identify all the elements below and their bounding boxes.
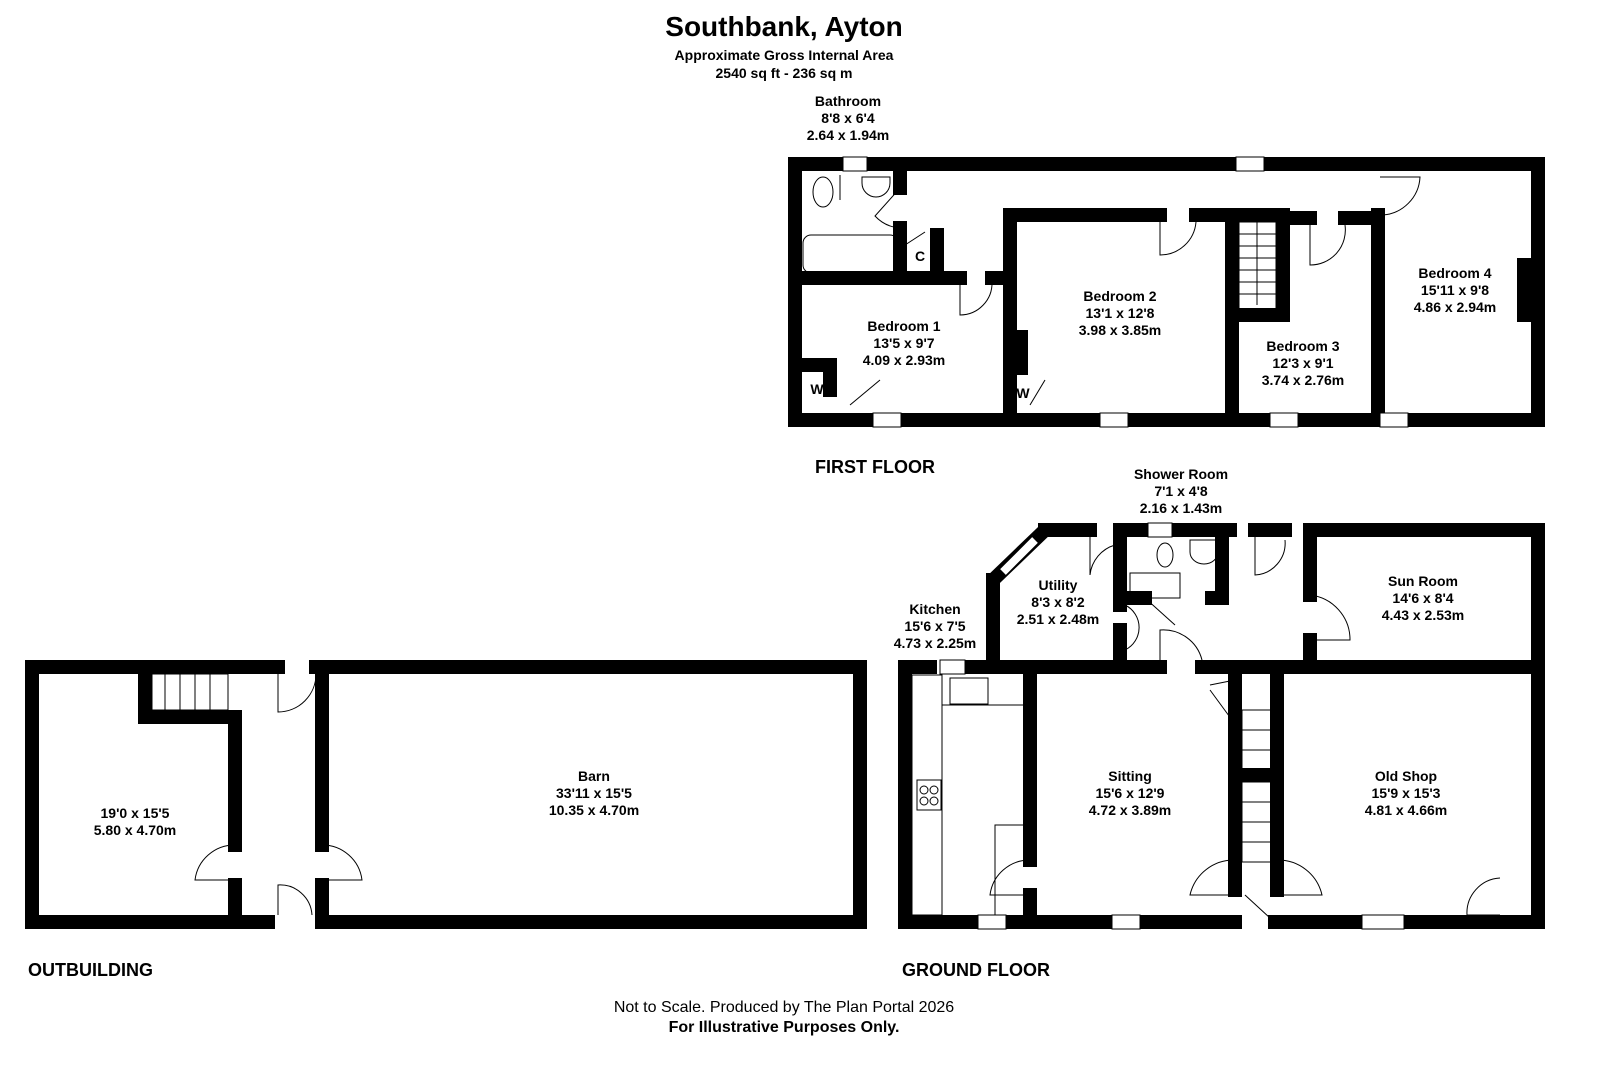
ground-floor-label: GROUND FLOOR xyxy=(902,960,1050,980)
room-metric: 2.64 x 1.94m xyxy=(806,126,890,143)
room-imperial: 15'6 x 12'9 xyxy=(1095,784,1165,801)
room-imperial: 15'6 x 7'5 xyxy=(904,617,966,634)
angled-window xyxy=(1000,537,1038,575)
room-name: Sitting xyxy=(1108,768,1152,784)
room-name: Utility xyxy=(1038,577,1078,593)
room-name: Bedroom 4 xyxy=(1418,265,1492,281)
room-metric: 2.51 x 2.48m xyxy=(1016,610,1100,627)
ground-floor-walls xyxy=(898,523,1545,929)
room-name: Bedroom 2 xyxy=(1083,288,1157,304)
room-name: Bathroom xyxy=(814,93,882,109)
room-metric: 4.43 x 2.53m xyxy=(1381,606,1465,623)
room-imperial: 8'8 x 6'4 xyxy=(821,109,875,126)
room-metric: 4.86 x 2.94m xyxy=(1413,298,1497,315)
room-metric: 4.81 x 4.66m xyxy=(1364,801,1448,818)
room-imperial: 7'1 x 4'8 xyxy=(1154,482,1208,499)
room-metric: 4.09 x 2.93m xyxy=(862,351,946,368)
room-name: Shower Room xyxy=(1133,466,1229,482)
room-name: Bedroom 3 xyxy=(1266,338,1340,354)
room-imperial: 15'11 x 9'8 xyxy=(1420,281,1490,298)
footer-note: For Illustrative Purposes Only. xyxy=(668,1019,900,1036)
room-metric: 10.35 x 4.70m xyxy=(548,801,640,818)
first-floor-doors xyxy=(802,175,1421,406)
room-name: Barn xyxy=(578,768,610,784)
ground-floor-windows xyxy=(939,522,1405,930)
subtitle: Approximate Gross Internal Area xyxy=(674,47,894,63)
room-name: Sun Room xyxy=(1387,573,1458,589)
room-metric: 3.98 x 3.85m xyxy=(1078,321,1162,338)
footer-disclaimer: Not to Scale. Produced by The Plan Porta… xyxy=(613,999,955,1016)
room-metric: 5.80 x 4.70m xyxy=(93,821,177,838)
room-imperial: 12'3 x 9'1 xyxy=(1272,354,1334,371)
room-imperial: 8'3 x 8'2 xyxy=(1031,593,1085,610)
room-imperial: 13'5 x 9'7 xyxy=(873,334,935,351)
room-metric: 2.16 x 1.43m xyxy=(1139,499,1223,516)
first-floor-stairs xyxy=(1238,221,1277,311)
room-imperial: 15'9 x 15'3 xyxy=(1371,784,1441,801)
room-name: Kitchen xyxy=(909,601,961,617)
room-metric: 3.74 x 2.76m xyxy=(1261,371,1345,388)
cupboard-label: C xyxy=(914,248,926,264)
first-floor-label: FIRST FLOOR xyxy=(815,457,935,477)
outbuilding-label: OUTBUILDING xyxy=(28,960,153,980)
room-imperial: 33'11 x 15'5 xyxy=(556,784,632,801)
outbuilding-walls xyxy=(25,660,867,929)
total-area: 2540 sq ft - 236 sq m xyxy=(715,65,853,81)
page-title: Southbank, Ayton xyxy=(665,11,903,42)
room-name: Old Shop xyxy=(1374,768,1438,784)
room-metric: 4.72 x 3.89m xyxy=(1088,801,1172,818)
ground-floor-fittings xyxy=(911,537,1501,919)
wardrobe-label: W xyxy=(1016,385,1030,401)
first-floor-windows xyxy=(842,156,1409,428)
outbuilding-fittings xyxy=(151,673,363,916)
room-imperial: 13'1 x 12'8 xyxy=(1085,304,1155,321)
room-metric: 4.73 x 2.25m xyxy=(893,634,977,651)
first-floor-walls xyxy=(788,157,1545,427)
wardrobe-label: W xyxy=(810,381,824,397)
room-imperial: 14'6 x 8'4 xyxy=(1392,589,1454,606)
room-name: Bedroom 1 xyxy=(867,318,941,334)
room-imperial: 19'0 x 15'5 xyxy=(100,805,170,821)
